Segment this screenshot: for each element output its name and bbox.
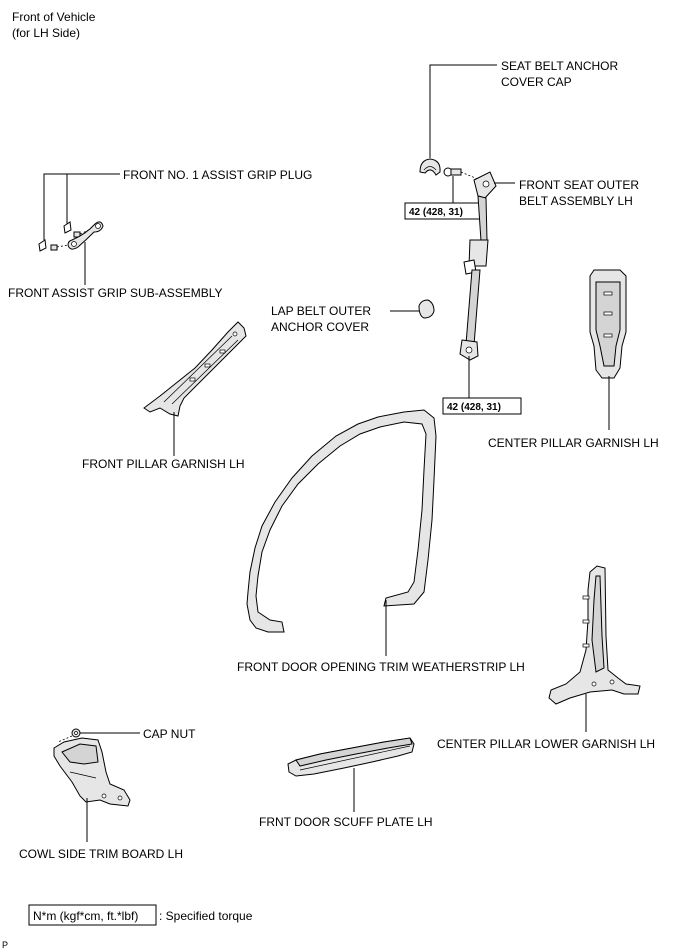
center-pillar-lower-garnish-part: [548, 565, 641, 705]
lap-belt-outer-anchor-cover-part: [418, 299, 435, 319]
scuff-plate-label: FRNT DOOR SCUFF PLATE LH: [259, 815, 433, 829]
assist-grip-plug-part-1: [63, 221, 72, 234]
center-pillar-garnish-label: CENTER PILLAR GARNISH LH: [488, 436, 659, 450]
center-pillar-lower-garnish-label: CENTER PILLAR LOWER GARNISH LH: [437, 737, 655, 751]
front-assist-grip-part: [67, 221, 104, 250]
assist-grip-plug-label: FRONT NO. 1 ASSIST GRIP PLUG: [123, 168, 312, 182]
cowl-side-trim-board-label: COWL SIDE TRIM BOARD LH: [19, 847, 183, 861]
assist-grip-plug-leader: [43, 173, 120, 240]
header-line-1: Front of Vehicle: [12, 10, 96, 24]
front-assist-grip-label: FRONT ASSIST GRIP SUB-ASSEMBLY: [8, 286, 223, 300]
assist-grip-screw-1: [73, 231, 81, 238]
weatherstrip-label: FRONT DOOR OPENING TRIM WEATHERSTRIP LH: [237, 660, 525, 674]
legend-text: : Specified torque: [159, 909, 253, 923]
assist-grip-screw-dash-2: [56, 243, 75, 248]
anchor-bolt: [443, 167, 462, 177]
cap-nut-dash: [57, 735, 73, 743]
upper-torque-label: 42 (428, 31): [409, 207, 463, 218]
lower-torque-label: 42 (428, 31): [447, 402, 501, 413]
legend-unit: N*m (kgf*cm, ft.*lbf): [33, 909, 138, 923]
scuff-plate-part: [287, 737, 415, 777]
front-pillar-garnish-part: [143, 321, 247, 417]
front-seat-outer-belt-label-1: FRONT SEAT OUTER: [519, 178, 639, 192]
cap-nut-label: CAP NUT: [143, 727, 196, 741]
cowl-side-trim-board-part: [53, 737, 131, 807]
front-seat-outer-belt-part: [459, 171, 497, 361]
weatherstrip-part: [246, 409, 437, 633]
cap-nut-part: [71, 728, 81, 738]
center-pillar-garnish-part: [589, 269, 627, 379]
header-line-2: (for LH Side): [12, 26, 80, 40]
seat-belt-anchor-cover-cap-part: [419, 158, 441, 176]
assist-grip-screw-2: [50, 244, 58, 251]
front-seat-outer-belt-label-2: BELT ASSEMBLY LH: [519, 194, 633, 208]
front-pillar-garnish-label: FRONT PILLAR GARNISH LH: [82, 457, 244, 471]
seat-belt-anchor-cover-cap-label-2: COVER CAP: [501, 75, 572, 89]
lap-belt-outer-anchor-cover-label-2: ANCHOR COVER: [271, 320, 369, 334]
assist-grip-plug-part-2: [38, 239, 47, 252]
lap-belt-outer-anchor-cover-label-1: LAP BELT OUTER: [271, 304, 371, 318]
seat-belt-anchor-cover-cap-label-1: SEAT BELT ANCHOR: [501, 59, 618, 73]
seat-belt-anchor-cover-cap-leader: [429, 64, 497, 158]
lower-torque-box: [442, 397, 522, 415]
footer-code: P: [2, 940, 8, 950]
legend-box: [28, 904, 157, 926]
